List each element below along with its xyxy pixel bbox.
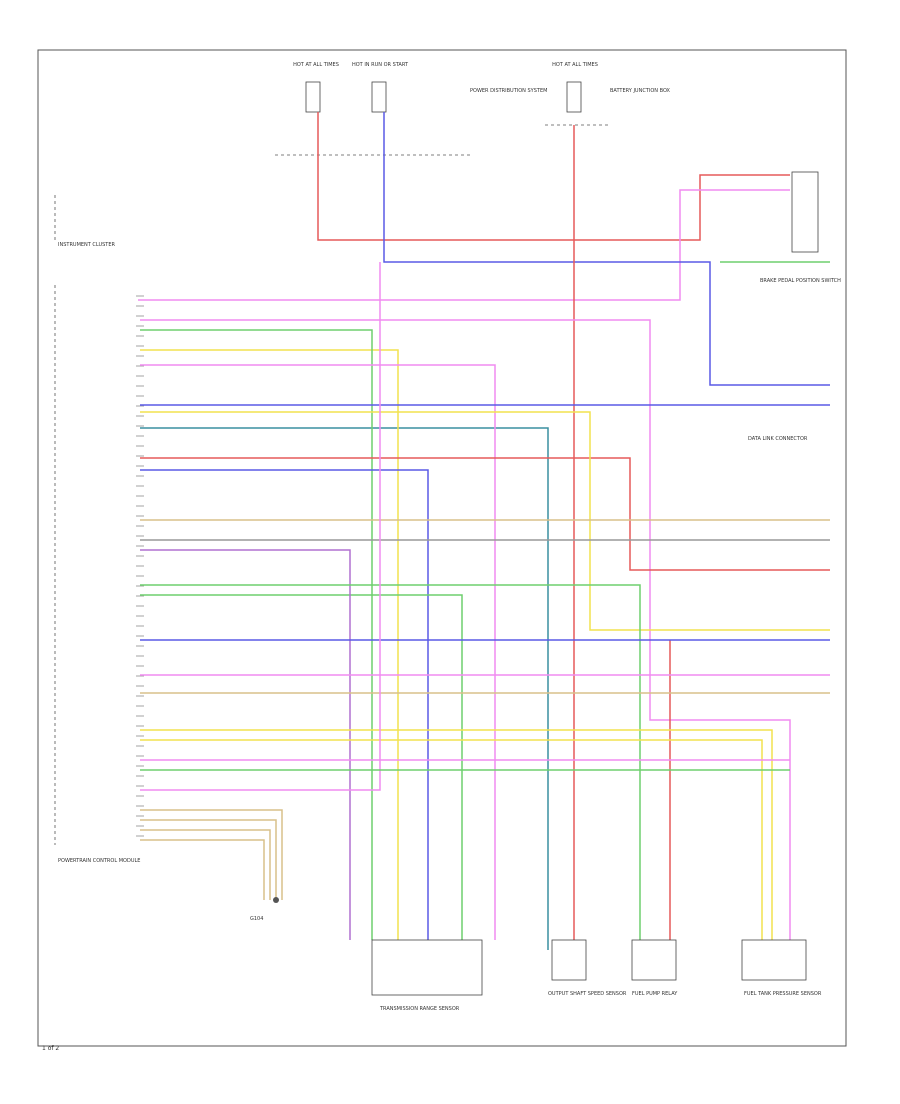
wire-pink-1 — [138, 189, 790, 301]
trans-range-label: TRANSMISSION RANGE SENSOR — [379, 1006, 460, 1012]
brake-switch: BRAKE PEDAL POSITION SWITCH — [760, 171, 841, 284]
data-link-connector: DATA LINK CONNECTOR — [748, 436, 808, 442]
wire-teal-3 — [140, 427, 549, 950]
power-distribution-header: HOT AT ALL TIMES HOT IN RUN OR START HOT… — [275, 62, 671, 156]
page-number: 1 of 2 — [42, 1045, 59, 1052]
wire-yellow-13 — [140, 411, 830, 631]
wire-tan-26 — [140, 819, 277, 900]
wire-blue-2 — [383, 112, 830, 386]
brake-switch-label: BRAKE PEDAL POSITION SWITCH — [760, 278, 841, 284]
pcm-label: POWERTRAIN CONTROL MODULE — [58, 858, 140, 864]
fuel-tank-connector — [741, 939, 807, 981]
wire-pink-29 — [140, 262, 381, 791]
wire-pink-11 — [140, 364, 496, 940]
battery-junction-label: BATTERY JUNCTION BOX — [610, 88, 671, 94]
pcm-block: POWERTRAIN CONTROL MODULE — [54, 285, 144, 864]
power-distribution-label: POWER DISTRIBUTION SYSTEM — [470, 88, 547, 94]
wires — [138, 112, 830, 950]
fuel-pump-label: FUEL PUMP RELAY — [632, 991, 678, 997]
wire-green-9 — [140, 594, 463, 940]
wire-green-14 — [140, 584, 641, 940]
output-speed-label: OUTPUT SHAFT SPEED SENSOR — [548, 991, 627, 997]
wire-green-7 — [140, 329, 373, 940]
ground-point — [273, 897, 279, 903]
ground-label: G104 — [250, 916, 263, 922]
wire-violet-10 — [140, 549, 351, 940]
fuel-tank-label: FUEL TANK PRESSURE SENSOR — [744, 991, 822, 997]
diagram-frame — [37, 49, 847, 1047]
bottom-components: G104 TRANSMISSION RANGE SENSOR OUTPUT SH… — [250, 897, 822, 1012]
wire-pink-6 — [140, 319, 791, 940]
output-speed-connector — [551, 939, 587, 981]
instrument-cluster-label: INSTRUMENT CLUSTER — [58, 242, 116, 248]
data-link-label: DATA LINK CONNECTOR — [748, 436, 808, 442]
hot-in-run-label: HOT IN RUN OR START — [352, 62, 409, 68]
wire-blue-8 — [140, 469, 429, 940]
wire-tan-27 — [140, 829, 271, 900]
wire-tan-28 — [140, 839, 265, 900]
hot-at-all-times-label: HOT AT ALL TIMES — [293, 62, 339, 68]
hot-at-all-times-label-2: HOT AT ALL TIMES — [552, 62, 598, 68]
trans-range-connector — [371, 939, 483, 996]
wire-tan-25 — [140, 809, 283, 900]
wire-red-12 — [140, 457, 830, 571]
instrument-cluster: INSTRUMENT CLUSTER — [54, 195, 116, 248]
wire-yellow-20 — [140, 729, 773, 940]
wire-yellow-21 — [140, 739, 763, 940]
fuel-pump-connector — [631, 939, 677, 981]
wire-red-0 — [317, 112, 790, 241]
pcm-pin-ticks — [136, 295, 144, 837]
wire-yellow-5 — [140, 349, 399, 940]
